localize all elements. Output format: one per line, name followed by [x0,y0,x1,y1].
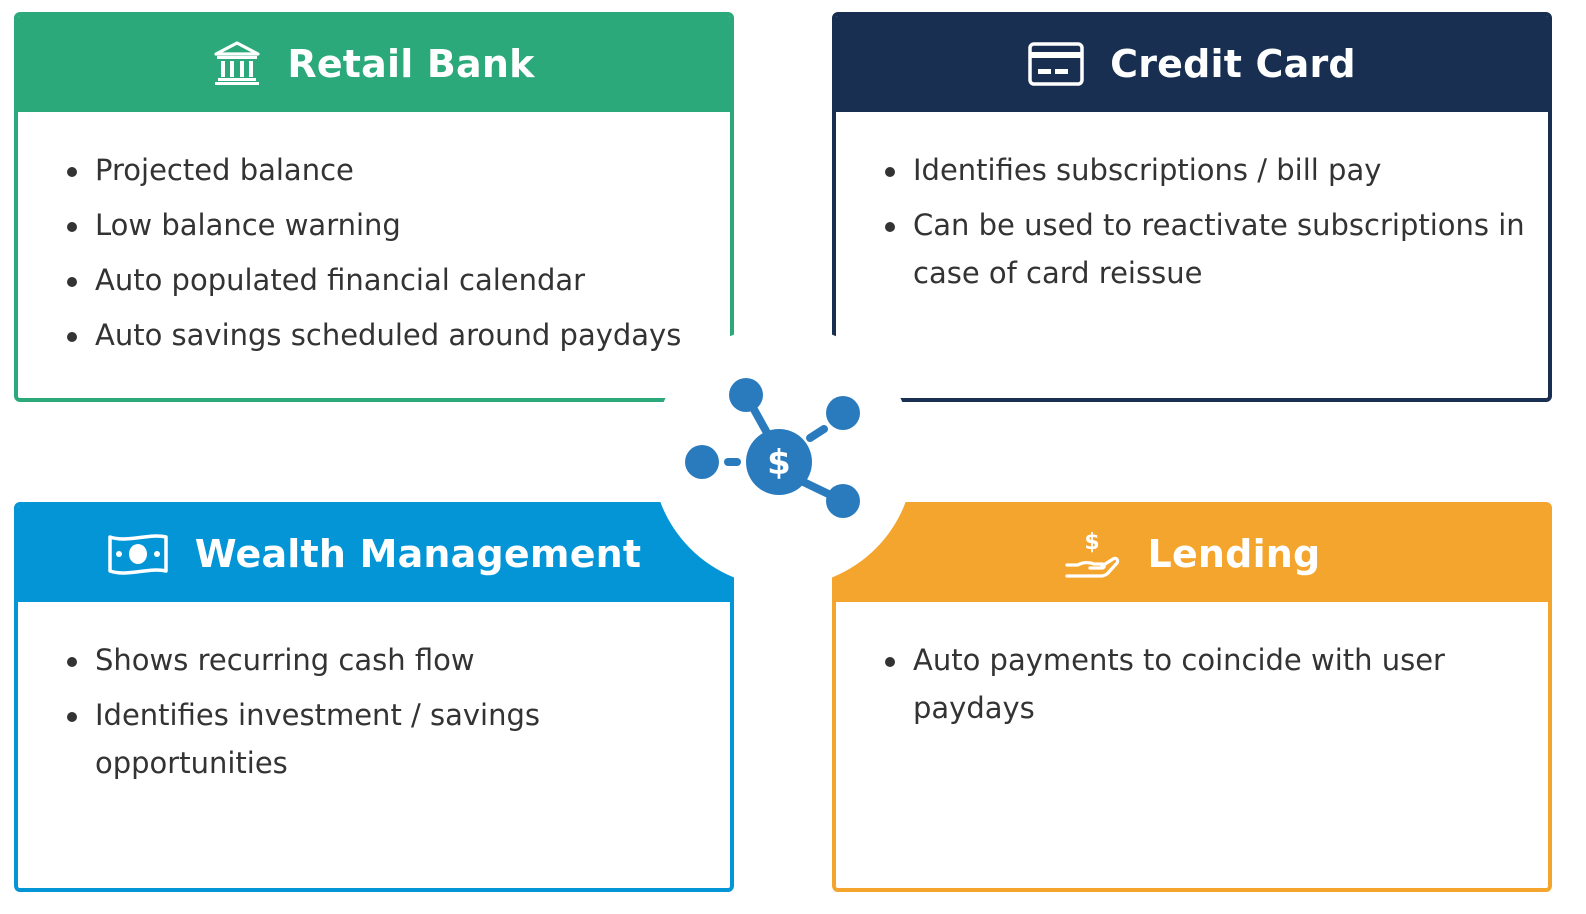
list-item: Low balance warning [64,201,710,249]
list-item: Auto savings scheduled around paydays [64,311,710,359]
bank-icon [213,41,261,87]
wealth-management-header: Wealth Management [18,506,730,602]
wealth-management-card: Wealth Management Shows recurring cash f… [14,502,734,892]
hub-node-right [826,396,860,430]
retail-bank-title: Retail Bank [287,42,535,86]
list-item: Shows recurring cash flow [64,636,710,684]
banknote-icon [107,532,169,576]
hand-dollar-icon: $ [1064,529,1122,579]
list-item: Auto payments to coincide with user payd… [882,636,1528,732]
credit-card-icon [1028,42,1084,86]
list-item: Can be used to reactivate subscriptions … [882,201,1528,297]
credit-card-title: Credit Card [1110,42,1356,86]
credit-card-header: Credit Card [836,16,1548,112]
hub-node-bottom [826,484,860,518]
hub-node-left [685,445,719,479]
svg-text:$: $ [1084,530,1099,555]
money-network-icon: $ [675,370,875,530]
list-item: Identifies subscriptions / bill pay [882,146,1528,194]
hub-dollar-symbol: $ [767,443,791,483]
hub-center [746,429,812,495]
list-item: Projected balance [64,146,710,194]
list-item: Identifies investment / savings opportun… [64,691,710,787]
lending-list: Auto payments to coincide with user payd… [882,636,1528,732]
lending-body: Auto payments to coincide with user payd… [836,602,1548,732]
retail-bank-header: Retail Bank [18,16,730,112]
lending-card: $ Lending Auto payments to coincide with… [832,502,1552,892]
list-item: Auto populated financial calendar [64,256,710,304]
lending-header: $ Lending [836,506,1548,602]
wealth-management-title: Wealth Management [194,532,642,576]
lending-title: Lending [1147,532,1321,576]
credit-card-card: Credit Card Identifies subscriptions / b… [832,12,1552,402]
hub-node-top [729,378,763,412]
